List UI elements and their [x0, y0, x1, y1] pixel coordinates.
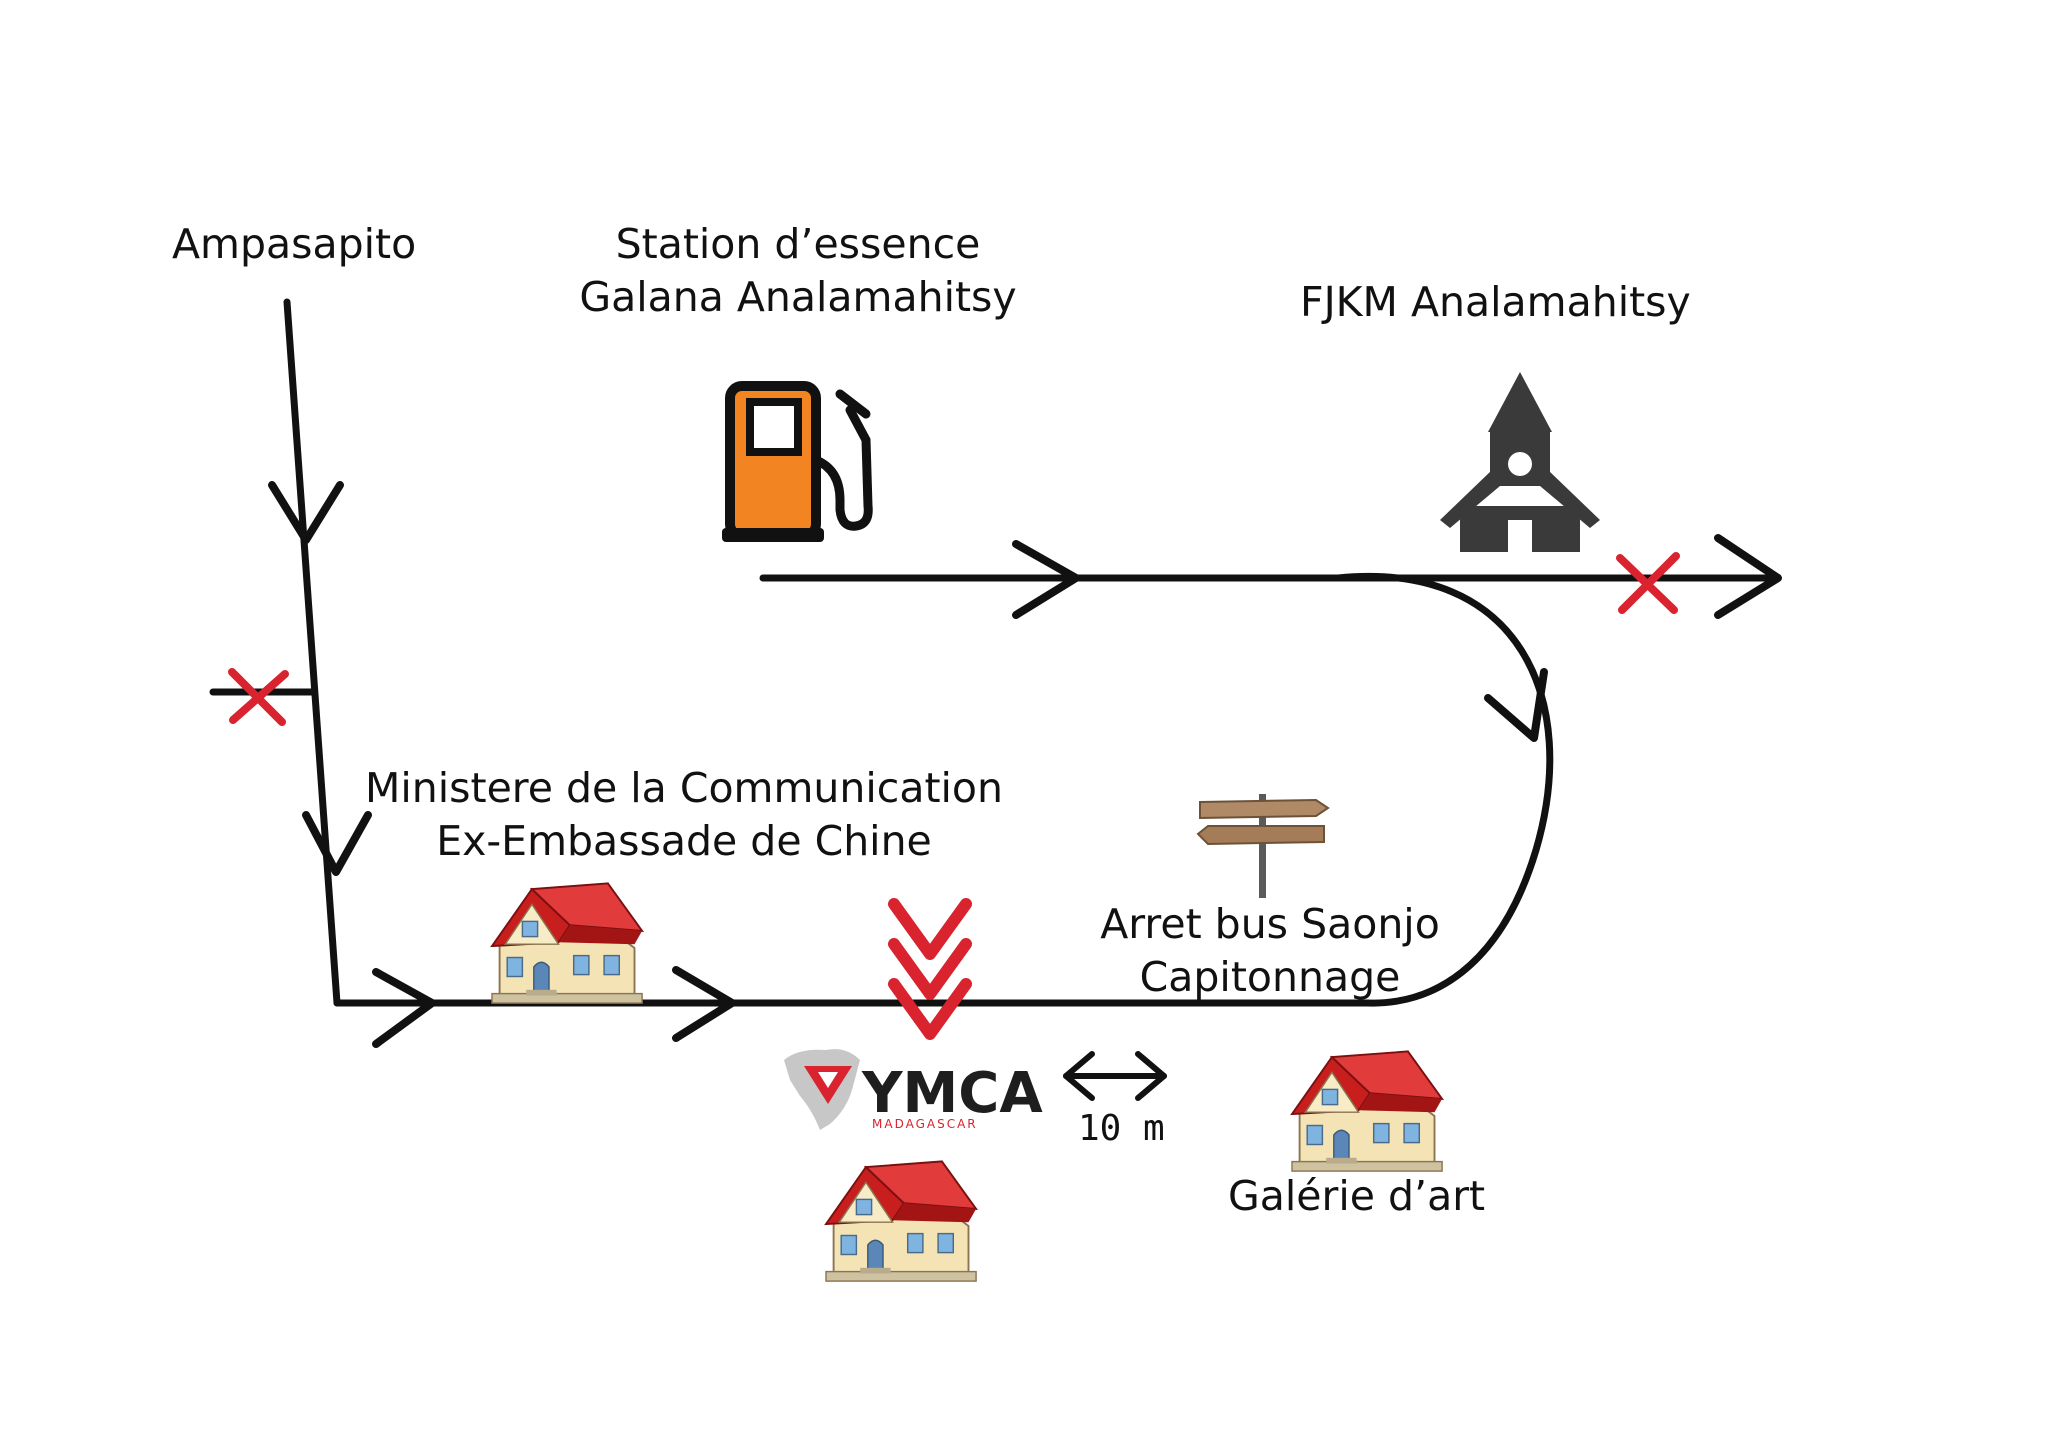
arrow-down-2 [302, 811, 372, 876]
label-ministere-line1: Ministere de la Communication [364, 764, 1003, 812]
arrow-right-4 [1714, 534, 1782, 619]
ymca-logo-subtext: MADAGASCAR [872, 1117, 978, 1131]
label-ministere-line2: Ex-Embassade de Chine [436, 817, 932, 865]
house-icon [825, 1160, 978, 1283]
label-station-line2: Galana Analamahitsy [579, 273, 1017, 321]
label-arret-line1: Arret bus Saonjo [1100, 900, 1440, 948]
label-galerie: Galérie d’art [1228, 1170, 1485, 1223]
label-fjkm: FJKM Analamahitsy [1300, 276, 1691, 329]
arrow-down-curve [1484, 668, 1548, 742]
ymca-logo: YMCA MADAGASCAR [784, 1049, 1043, 1131]
house-icon [1291, 1050, 1444, 1173]
ymca-logo-text: YMCA [861, 1061, 1043, 1126]
blocked-x-icon [228, 668, 289, 726]
label-station-line1: Station d’essence [615, 220, 981, 268]
label-ministere: Ministere de la Communication Ex-Embassa… [352, 762, 1016, 868]
label-arret-line2: Capitonnage [1139, 953, 1401, 1001]
label-arret-bus: Arret bus Saonjo Capitonnage [1090, 898, 1450, 1004]
arrow-right-3 [1012, 540, 1080, 619]
label-ampasapito-text: Ampasapito [172, 220, 417, 268]
arrow-right-1 [372, 968, 436, 1048]
signpost-icon [1196, 794, 1330, 898]
route-ampasapito [283, 298, 341, 1007]
arrow-right-2 [672, 966, 736, 1042]
arrow-down-1 [268, 481, 344, 544]
scale-arrow-icon [1063, 1051, 1167, 1101]
scale-label: 10 m [1078, 1108, 1165, 1149]
route-u-turn [1334, 573, 1554, 1007]
label-station: Station d’essence Galana Analamahitsy [578, 218, 1018, 324]
label-galerie-text: Galérie d’art [1228, 1172, 1486, 1220]
label-ampasapito: Ampasapito [172, 218, 416, 271]
church-icon [1440, 372, 1600, 552]
house-icon [491, 882, 644, 1005]
route-arrows [268, 481, 1782, 1048]
fuel-pump-icon [722, 381, 873, 542]
route-lines [209, 298, 1782, 1007]
blocked-x-icon [1616, 552, 1680, 614]
destination-chevrons-icon [888, 898, 972, 1040]
label-fjkm-text: FJKM Analamahitsy [1300, 278, 1691, 326]
